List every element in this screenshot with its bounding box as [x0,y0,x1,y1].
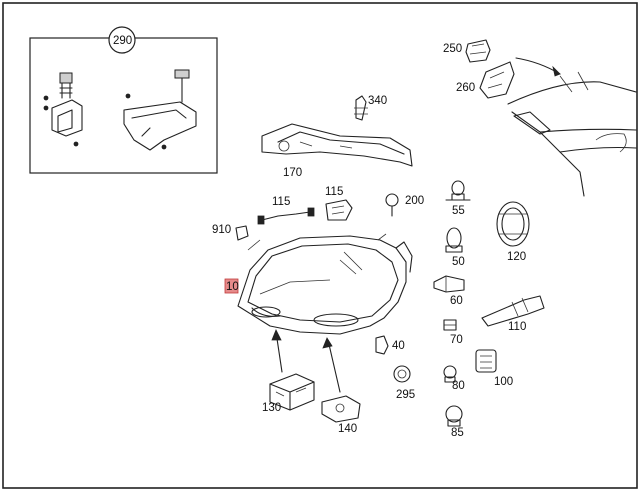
callout-85: 85 [451,427,464,439]
callout-130: 130 [262,402,281,414]
inset-box-290: 290 [29,26,218,174]
arrow-140-to-lamp [327,339,341,393]
callout-60: 60 [450,295,463,307]
callout-115-left: 115 [272,196,290,208]
part-60-bulb [433,275,465,293]
callout-80: 80 [452,380,465,392]
callout-70: 70 [450,334,463,346]
part-250 [465,39,491,63]
arrow-260-to-car [515,57,561,75]
part-140-module [321,395,361,423]
part-260 [479,61,515,99]
part-70-bulb [443,319,457,331]
callout-140: 140 [338,423,357,435]
bracket-bolt-left [43,72,83,147]
part-55-bulb [445,180,471,201]
callout-10: 10 [226,281,239,293]
callout-40: 40 [392,340,405,352]
part-100 [475,349,497,373]
part-40 [375,335,389,355]
callout-290: 290 [113,35,132,47]
callout-295: 295 [396,389,415,401]
part-340 [354,95,368,121]
callout-260: 260 [456,82,475,94]
part-80-bulb [443,365,457,383]
part-120-cap [496,201,530,247]
vehicle-outline [507,71,637,197]
part-130-module [269,373,315,411]
callout-115-right: 115 [325,186,343,198]
callout-250: 250 [443,43,462,55]
bracket-right [123,69,197,151]
callout-200: 200 [405,195,424,207]
part-110-bulb [481,295,545,327]
part-50-bulb [445,227,463,253]
callout-55: 55 [452,205,465,217]
part-170 [261,123,413,167]
callout-170: 170 [283,167,302,179]
callout-340: 340 [368,95,387,107]
callout-120: 120 [507,251,526,263]
callout-110: 110 [508,321,526,333]
part-115-wire [257,207,315,225]
part-115-connector [325,199,353,221]
part-200 [385,193,399,217]
part-910 [235,225,249,241]
part-295 [393,365,411,383]
part-85-bulb [445,405,463,427]
callout-50: 50 [452,256,465,268]
callout-10-highlight [224,278,239,294]
callout-100: 100 [494,376,513,388]
part-10-headlamp [237,233,413,335]
callout-910: 910 [212,224,231,236]
